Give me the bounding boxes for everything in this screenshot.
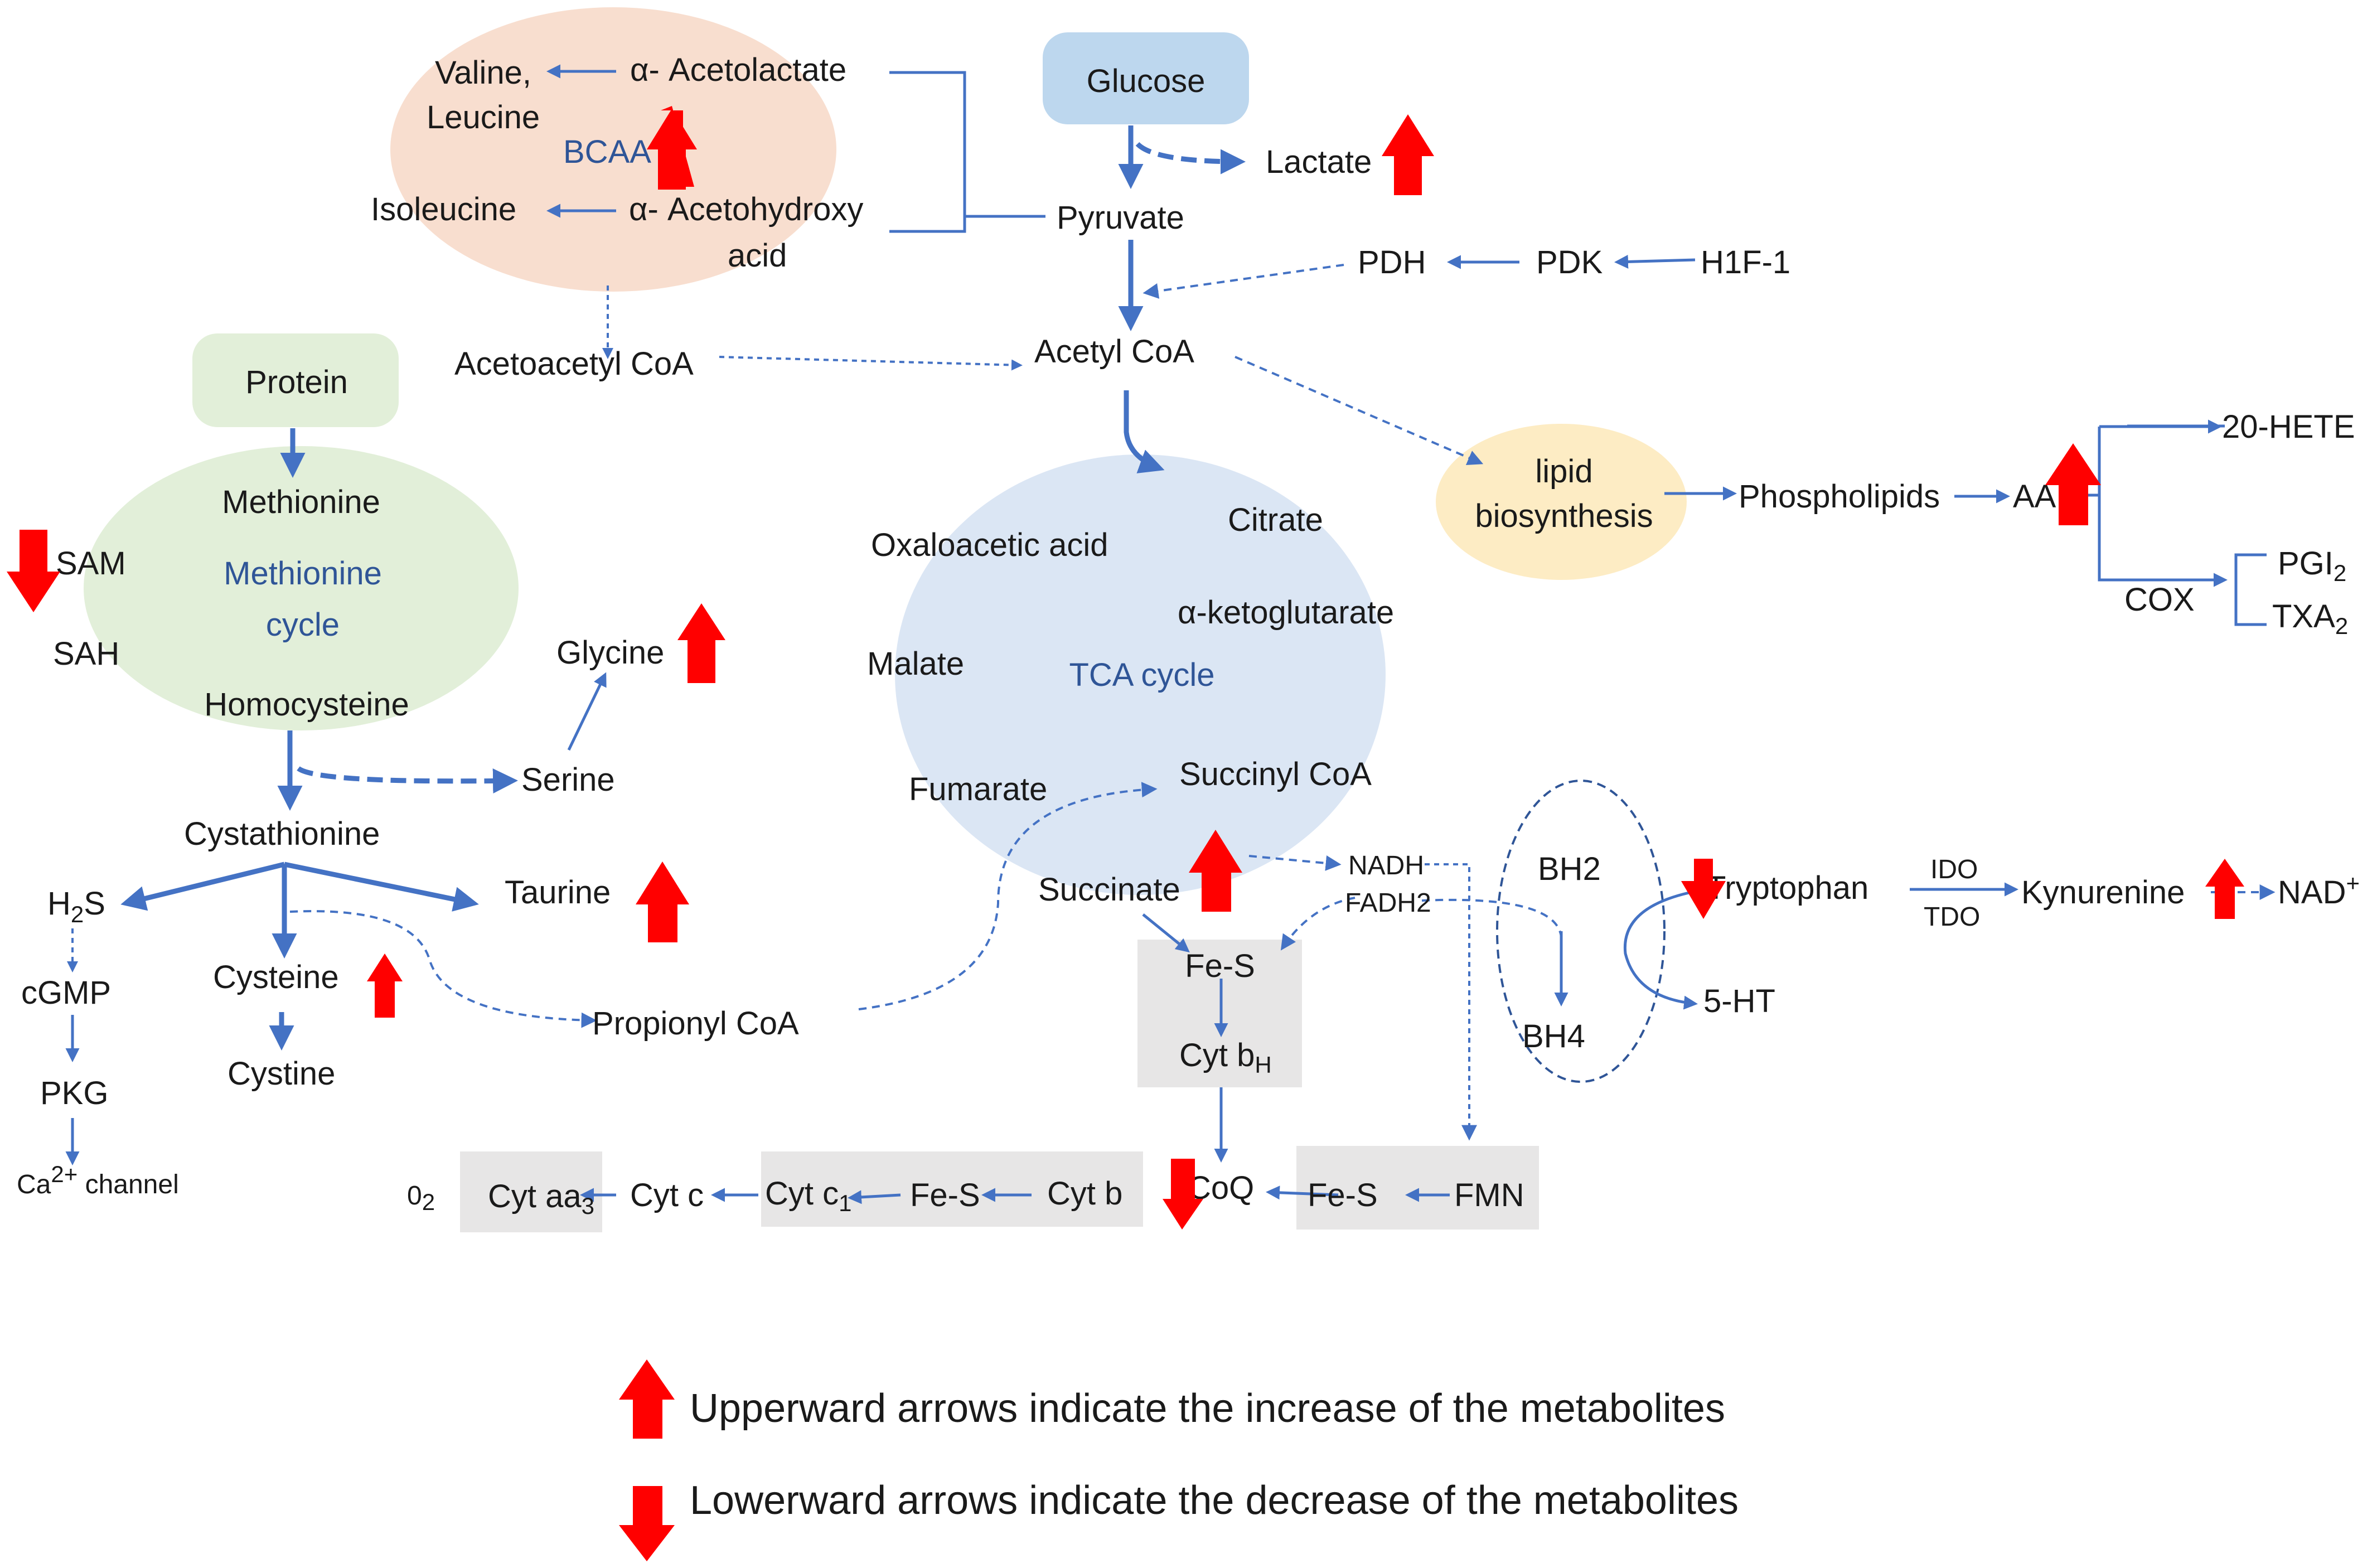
cysteine-increase-icon xyxy=(367,954,403,1018)
connectors xyxy=(65,64,2276,1204)
oxaloacetic-acid-label: Oxaloacetic acid xyxy=(871,527,1108,563)
acetoacetyl-coa-label: Acetoacetyl CoA xyxy=(454,346,694,382)
legend-down-arrow-icon xyxy=(619,1486,675,1561)
bcaa-region xyxy=(390,7,836,292)
cysteine-label: Cysteine xyxy=(213,959,339,995)
acetohydroxy-label: α- Acetohydroxy xyxy=(629,191,863,228)
h2s-label: H2S xyxy=(47,885,105,927)
sah-label: SAH xyxy=(53,636,119,672)
tryptophan-decrease-icon xyxy=(1681,859,1726,919)
pdk-label: PDK xyxy=(1536,244,1603,280)
complex-iv-box xyxy=(460,1151,602,1232)
tca-cycle-region xyxy=(895,454,1386,895)
phospholipids-label: Phospholipids xyxy=(1739,478,1940,515)
nadh-label: NADH xyxy=(1348,851,1424,880)
lactate-increase-icon xyxy=(1382,114,1434,195)
fadh2-label: FADH2 xyxy=(1345,888,1431,918)
serine-label: Serine xyxy=(521,762,615,798)
legend-up-arrow-icon xyxy=(619,1359,675,1439)
kynurenine-increase-icon xyxy=(2205,859,2244,919)
tdo-label: TDO xyxy=(1924,902,1980,932)
cyt-c1-label: Cyt c1 xyxy=(765,1175,851,1216)
complex-iii-box xyxy=(761,1151,1143,1227)
taurine-label: Taurine xyxy=(505,874,611,911)
bh-cycle-region xyxy=(1496,780,1666,1083)
methionine-label: Methionine xyxy=(222,484,380,520)
succinate-label: Succinate xyxy=(1038,872,1180,908)
protein-label: Protein xyxy=(245,364,348,400)
cyt-bh-label: Cyt bH xyxy=(1179,1037,1272,1078)
citrate-label: Citrate xyxy=(1228,502,1323,538)
malate-label: Malate xyxy=(867,646,964,682)
succinate-increase-icon xyxy=(1189,830,1242,912)
ido-label: IDO xyxy=(1930,855,1978,884)
aa-increase-icon xyxy=(2045,443,2101,525)
acetolactate-label: α- Acetolactate xyxy=(630,52,846,88)
legend-up-text: Upperward arrows indicate the increase o… xyxy=(690,1386,1725,1431)
cgmp-label: cGMP xyxy=(21,975,111,1011)
glycine-increase-icon xyxy=(677,603,725,683)
pkg-label: PKG xyxy=(40,1075,109,1111)
cyt-aa3-label: Cyt aa3 xyxy=(488,1178,594,1219)
ketoglutarate-label: α-ketoglutarate xyxy=(1178,594,1394,631)
taurine-increase-icon xyxy=(636,862,689,942)
leucine-label: Leucine xyxy=(427,99,540,135)
fes-label-complex-i: Fe-S xyxy=(1308,1177,1378,1213)
complex-i-box xyxy=(1296,1146,1539,1230)
lipid-biosynthesis-label-1: lipid xyxy=(1535,453,1592,490)
pdh-label: PDH xyxy=(1358,244,1426,280)
valine-label: Valine, xyxy=(435,55,531,91)
methionine-cycle-region xyxy=(84,446,519,730)
fumarate-label: Fumarate xyxy=(909,771,1047,807)
isoleucine-label: Isoleucine xyxy=(371,191,516,228)
fes-label-complex-ii: Fe-S xyxy=(1185,948,1255,984)
nad-label: NAD+ xyxy=(2278,870,2360,911)
acetyl-coa-label: Acetyl CoA xyxy=(1034,333,1194,370)
glucose-label: Glucose xyxy=(1087,63,1206,99)
legend: Upperward arrows indicate the increase o… xyxy=(619,1359,1739,1561)
glycine-label: Glycine xyxy=(556,635,664,671)
5-ht-label: 5-HT xyxy=(1703,983,1775,1019)
lipid-biosynthesis-label-2: biosynthesis xyxy=(1475,498,1653,534)
txa2-label: TXA2 xyxy=(2272,598,2348,639)
sam-decrease-icon xyxy=(7,530,60,612)
cox-label: COX xyxy=(2124,582,2195,618)
sam-label: SAM xyxy=(56,545,126,582)
cystine-label: Cystine xyxy=(227,1056,335,1092)
fmn-label: FMN xyxy=(1454,1177,1524,1213)
cyt-c-label: Cyt c xyxy=(630,1177,704,1213)
bcaa-increase-arrow-icon xyxy=(647,109,697,190)
bcaa-title: BCAA xyxy=(563,134,651,170)
methionine-cycle-label-2: cycle xyxy=(266,607,340,643)
legend-down-text: Lowerward arrows indicate the decrease o… xyxy=(690,1478,1739,1523)
kynurenine-label: Kynurenine xyxy=(2021,874,2185,911)
lipid-biosynthesis-region xyxy=(1436,424,1687,580)
cystathionine-label: Cystathionine xyxy=(184,816,380,852)
ca-channel-label: Ca2+ channel xyxy=(17,1161,179,1199)
succinyl-coa-label: Succinyl CoA xyxy=(1179,756,1372,792)
cyt-b-label: Cyt b xyxy=(1047,1175,1122,1212)
indicator-arrows xyxy=(7,106,2244,1230)
pyruvate-label: Pyruvate xyxy=(1057,200,1184,236)
protein-box xyxy=(192,333,399,427)
pgi2-label: PGI2 xyxy=(2278,545,2346,586)
bh4-label: BH4 xyxy=(1522,1018,1585,1054)
tca-cycle-title: TCA cycle xyxy=(1069,657,1214,693)
lactate-label: Lactate xyxy=(1266,144,1372,180)
acid-label: acid xyxy=(728,238,787,274)
hif-label: H1F-1 xyxy=(1701,244,1790,280)
propionyl-coa-label: Propionyl CoA xyxy=(592,1005,799,1042)
methionine-cycle-label-1: Methionine xyxy=(224,555,382,592)
fes-label-complex-iii: Fe-S xyxy=(910,1177,980,1213)
coq-decrease-icon xyxy=(1163,1159,1203,1230)
hete-label: 20-HETE xyxy=(2222,409,2355,445)
homocysteine-label: Homocysteine xyxy=(204,686,409,723)
bh2-label: BH2 xyxy=(1538,851,1601,887)
tryptophan-label: Tryptophan xyxy=(1706,870,1868,906)
glucose-box xyxy=(1043,32,1249,124)
o2-label: 02 xyxy=(407,1181,435,1215)
